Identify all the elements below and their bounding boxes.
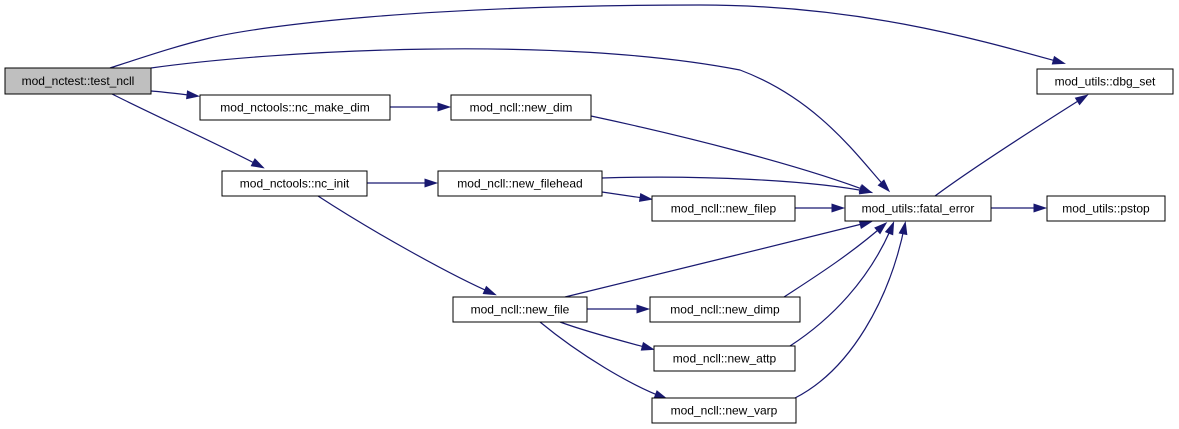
node-box [1046, 195, 1166, 222]
edge-new_attp-to-fatal_error [789, 221, 895, 347]
node-new_attp[interactable]: mod_ncll::new_attp [653, 345, 796, 372]
node-label: mod_nctools::nc_init [240, 177, 350, 191]
arrowhead [884, 221, 895, 236]
edges-layer [109, 4, 1089, 400]
node-box [221, 170, 368, 197]
edge-test_ncll-to-dbg_set [109, 4, 1066, 69]
edge-line [564, 221, 871, 298]
node-label: mod_utils::pstop [1062, 202, 1150, 216]
node-nc_init[interactable]: mod_nctools::nc_init [221, 170, 368, 197]
arrowhead [482, 285, 497, 296]
node-box [1036, 68, 1174, 95]
node-fatal_error[interactable]: mod_utils::fatal_error [844, 195, 992, 222]
edge-test_ncll-to-fatal_error [150, 48, 891, 193]
edge-nc_make_dim-to-new_dim [390, 102, 452, 112]
node-label: mod_ncll::new_dim [470, 101, 573, 115]
edge-new_file-to-fatal_error [564, 220, 873, 298]
arrowhead [186, 90, 201, 100]
edge-test_ncll-to-nc_make_dim [150, 90, 201, 100]
edge-line [783, 223, 886, 298]
edge-new_dim-to-fatal_error [590, 115, 873, 194]
arrowhead [1051, 55, 1066, 65]
edge-line [150, 48, 889, 191]
node-new_filep[interactable]: mod_ncll::new_filep [651, 195, 796, 222]
node-new_dimp[interactable]: mod_ncll::new_dimp [649, 296, 801, 323]
node-label: mod_ncll::new_file [471, 303, 570, 317]
node-new_dim[interactable]: mod_ncll::new_dim [450, 94, 592, 121]
node-box [199, 94, 391, 121]
edge-fatal_error-to-pstop [990, 203, 1048, 213]
arrowhead [858, 185, 874, 195]
edge-new_dimp-to-fatal_error [783, 221, 888, 298]
node-new_filehead[interactable]: mod_ncll::new_filehead [437, 170, 603, 197]
arrowhead [437, 102, 452, 112]
edge-new_varp-to-fatal_error [794, 220, 908, 399]
edge-line [934, 95, 1087, 197]
arrowhead [874, 221, 888, 235]
node-test_ncll[interactable]: mod_nctest::test_ncll [4, 67, 152, 95]
edge-line [559, 321, 653, 350]
edge-line [109, 4, 1064, 69]
node-label: mod_ncll::new_dimp [670, 303, 780, 317]
arrowhead [653, 390, 668, 400]
node-label: mod_nctest::test_ncll [22, 74, 135, 88]
arrowhead [250, 158, 265, 169]
edge-new_filehead-to-fatal_error [601, 176, 874, 195]
edge-line [590, 115, 871, 193]
node-pstop[interactable]: mod_utils::pstop [1046, 195, 1166, 222]
node-label: mod_ncll::new_varp [671, 404, 778, 418]
node-box [653, 345, 796, 372]
arrowhead [877, 179, 891, 193]
node-label: mod_ncll::new_filep [671, 202, 777, 216]
edge-new_filep-to-fatal_error [794, 203, 846, 213]
arrowhead [636, 304, 651, 314]
node-new_file[interactable]: mod_ncll::new_file [452, 296, 588, 323]
node-box [437, 170, 603, 197]
edge-fatal_error-to-dbg_set [934, 94, 1089, 197]
node-nc_make_dim[interactable]: mod_nctools::nc_make_dim [199, 94, 391, 121]
node-label: mod_utils::dbg_set [1055, 75, 1156, 89]
node-box [844, 195, 992, 222]
edge-line [539, 321, 666, 399]
edge-nc_init-to-new_filehead [367, 178, 439, 188]
arrowhead [424, 178, 439, 188]
edge-line [789, 223, 894, 347]
node-box [452, 296, 588, 323]
node-dbg_set[interactable]: mod_utils::dbg_set [1036, 68, 1174, 95]
edge-new_filehead-to-new_filep [601, 191, 654, 202]
node-label: mod_ncll::new_filehead [457, 177, 582, 191]
edge-line [794, 223, 906, 399]
arrowhead [858, 220, 873, 229]
arrowhead [638, 193, 654, 202]
arrowhead [1033, 203, 1048, 213]
node-label: mod_ncll::new_attp [673, 352, 777, 366]
node-new_varp[interactable]: mod_ncll::new_varp [651, 397, 797, 424]
edge-nc_init-to-new_file [317, 195, 497, 296]
edge-line [601, 176, 871, 193]
arrowhead [640, 341, 655, 351]
node-box [649, 296, 801, 323]
edge-new_file-to-new_varp [539, 321, 668, 400]
node-label: mod_utils::fatal_error [862, 202, 975, 216]
node-box [450, 94, 592, 121]
node-label: mod_nctools::nc_make_dim [220, 101, 369, 115]
edge-line [317, 195, 495, 295]
edge-test_ncll-to-nc_init [111, 93, 265, 169]
node-box [651, 195, 796, 222]
nodes-layer: mod_nctest::test_ncllmod_nctools::nc_mak… [4, 67, 1174, 424]
edge-new_file-to-new_attp [559, 321, 655, 351]
arrowhead [831, 203, 846, 213]
arrowhead [1074, 94, 1089, 106]
arrowhead [898, 220, 908, 236]
node-box [4, 67, 152, 95]
edge-line [111, 93, 263, 168]
edge-new_file-to-new_dimp [587, 304, 651, 314]
node-box [651, 397, 797, 424]
